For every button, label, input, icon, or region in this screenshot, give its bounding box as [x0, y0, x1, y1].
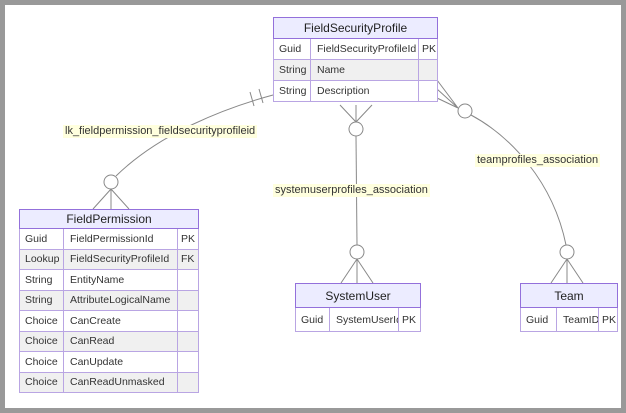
entity-fieldpermission: FieldPermission Guid FieldPermissionId P… [18, 209, 200, 393]
attribute-row: String Description [273, 80, 439, 102]
zero-circle-icon [103, 174, 119, 190]
attribute-name: Name [310, 59, 419, 81]
attribute-key: PK [176, 228, 200, 250]
attribute-type: Lookup [19, 248, 64, 270]
attribute-name: FieldSecurityProfileId [310, 38, 419, 60]
relationship-label-teamprofiles: teamprofiles_association [475, 154, 601, 167]
one-tick-icon [258, 88, 264, 104]
attribute-row: String Name [273, 59, 439, 81]
attribute-type: String [273, 59, 311, 81]
attribute-row: Choice CanReadUnmasked [19, 371, 200, 393]
entity-title: SystemUser [294, 283, 422, 308]
attribute-row: Guid FieldSecurityProfileId PK [273, 38, 439, 60]
attribute-row: Guid TeamID PK [520, 307, 619, 332]
zero-circle-icon [348, 121, 364, 137]
relationship-line-systemuserprofiles [339, 104, 374, 284]
attribute-name: FieldSecurityProfileId [63, 248, 178, 270]
attribute-type: Choice [19, 330, 64, 352]
relationship-line-teamprofiles [436, 79, 584, 284]
attribute-key: PK [397, 307, 422, 332]
crow-foot-icon [339, 104, 373, 123]
attribute-key [176, 351, 200, 373]
attribute-type: String [19, 269, 64, 291]
relationship-curve [115, 94, 274, 177]
attribute-type: String [273, 80, 311, 102]
attribute-name: TeamID [556, 307, 599, 332]
zero-circle-icon [457, 103, 473, 119]
attribute-type: Guid [273, 38, 311, 60]
attribute-row: Choice CanRead [19, 330, 200, 352]
zero-circle-icon [559, 244, 575, 260]
attribute-key [176, 330, 200, 352]
entity-title: FieldPermission [18, 209, 200, 229]
crow-foot-icon [436, 79, 459, 109]
attribute-type: String [19, 289, 64, 311]
relationship-label-systemuserprofiles: systemuserprofiles_association [273, 184, 430, 197]
attribute-name: FieldPermissionId [63, 228, 178, 250]
relationship-label-lk-fieldpermission: lk_fieldpermission_fieldsecurityprofilei… [63, 125, 258, 138]
attribute-type: Guid [520, 307, 557, 332]
attribute-row: Choice CanUpdate [19, 351, 200, 373]
attribute-key: FK [176, 248, 200, 270]
attribute-type: Guid [19, 228, 64, 250]
attribute-name: CanCreate [63, 310, 178, 332]
attribute-key: PK [597, 307, 619, 332]
entity-team: Team Guid TeamID PK [519, 283, 619, 332]
entity-title: FieldSecurityProfile [272, 17, 439, 39]
attribute-name: Description [310, 80, 419, 102]
attribute-row: String EntityName [19, 269, 200, 291]
attribute-row: String AttributeLogicalName [19, 289, 200, 311]
attribute-key [176, 310, 200, 332]
entity-title: Team [519, 283, 619, 308]
attribute-key [417, 59, 439, 81]
attribute-type: Choice [19, 371, 64, 393]
crow-foot-icon [550, 258, 584, 284]
attribute-row: Lookup FieldSecurityProfileId FK [19, 248, 200, 270]
attribute-name: SystemUserId [329, 307, 399, 332]
attribute-key [176, 269, 200, 291]
attribute-key [176, 289, 200, 311]
entity-fieldsecurityprofile: FieldSecurityProfile Guid FieldSecurityP… [272, 17, 439, 102]
attribute-name: EntityName [63, 269, 178, 291]
crow-foot-icon [92, 188, 130, 210]
attribute-key: PK [417, 38, 439, 60]
attribute-name: CanReadUnmasked [63, 371, 178, 393]
attribute-key [176, 371, 200, 393]
entity-systemuser: SystemUser Guid SystemUserId PK [294, 283, 422, 332]
attribute-name: CanUpdate [63, 351, 178, 373]
zero-circle-icon [349, 244, 365, 260]
attribute-type: Choice [19, 310, 64, 332]
attribute-row: Guid FieldPermissionId PK [19, 228, 200, 250]
attribute-row: Guid SystemUserId PK [295, 307, 422, 332]
attribute-name: AttributeLogicalName [63, 289, 178, 311]
relationship-line-lk-fieldpermission [92, 88, 274, 210]
attribute-type: Guid [295, 307, 330, 332]
attribute-row: Choice CanCreate [19, 310, 200, 332]
relationship-curve [470, 114, 567, 246]
attribute-name: CanRead [63, 330, 178, 352]
attribute-key [417, 80, 439, 102]
one-tick-icon [249, 91, 255, 107]
crow-foot-icon [340, 258, 374, 284]
attribute-type: Choice [19, 351, 64, 373]
relationship-lines-layer [92, 79, 584, 284]
